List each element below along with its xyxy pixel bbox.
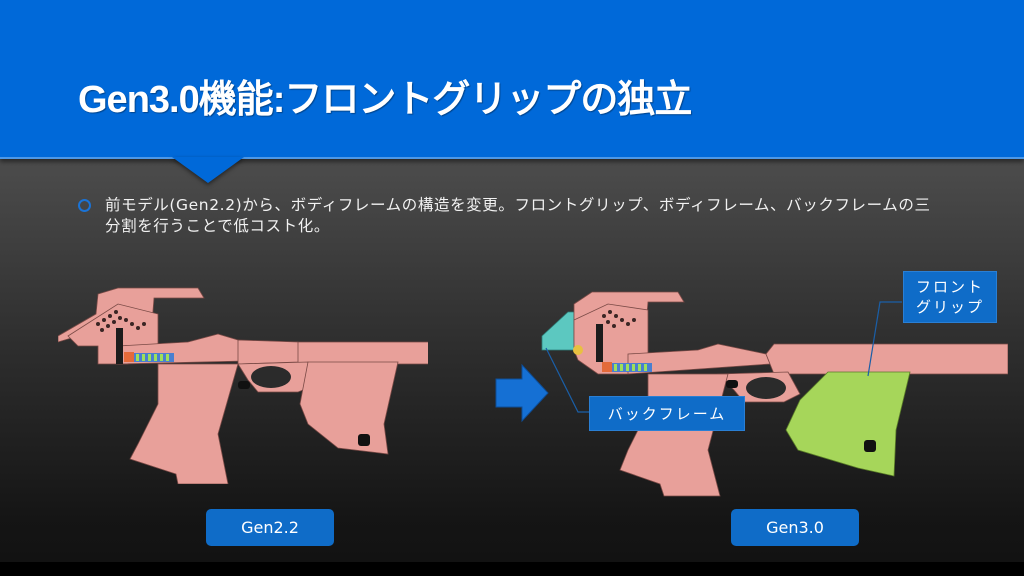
- bottom-edge: [0, 562, 1024, 576]
- gen22-frame-illustration: [58, 284, 428, 484]
- front-grip-label-line2: グリップ: [915, 298, 984, 316]
- hollow-circle-bullet-icon: [78, 199, 91, 212]
- front-grip-label-line1: フロント: [915, 278, 984, 296]
- title-banner: Gen3.0機能:フロントグリップの独立: [0, 0, 1024, 159]
- gen30-label: Gen3.0: [731, 509, 859, 546]
- slide-title: Gen3.0機能:フロントグリップの独立: [78, 79, 692, 121]
- back-frame-part: [541, 311, 575, 351]
- front-grip-label: フロント グリップ: [903, 271, 997, 323]
- banner-pointer: [172, 157, 244, 183]
- gen22-label: Gen2.2: [206, 509, 334, 546]
- right-arrow-icon: [494, 363, 550, 423]
- bullet-list-item: 前モデル(Gen2.2)から、ボディフレームの構造を変更。フロントグリップ、ボデ…: [78, 195, 945, 237]
- gen30-frame-illustration: [538, 280, 1008, 500]
- bullet-text: 前モデル(Gen2.2)から、ボディフレームの構造を変更。フロントグリップ、ボデ…: [105, 196, 931, 235]
- front-grip-part: [785, 371, 911, 477]
- back-frame-label: バックフレーム: [589, 396, 745, 431]
